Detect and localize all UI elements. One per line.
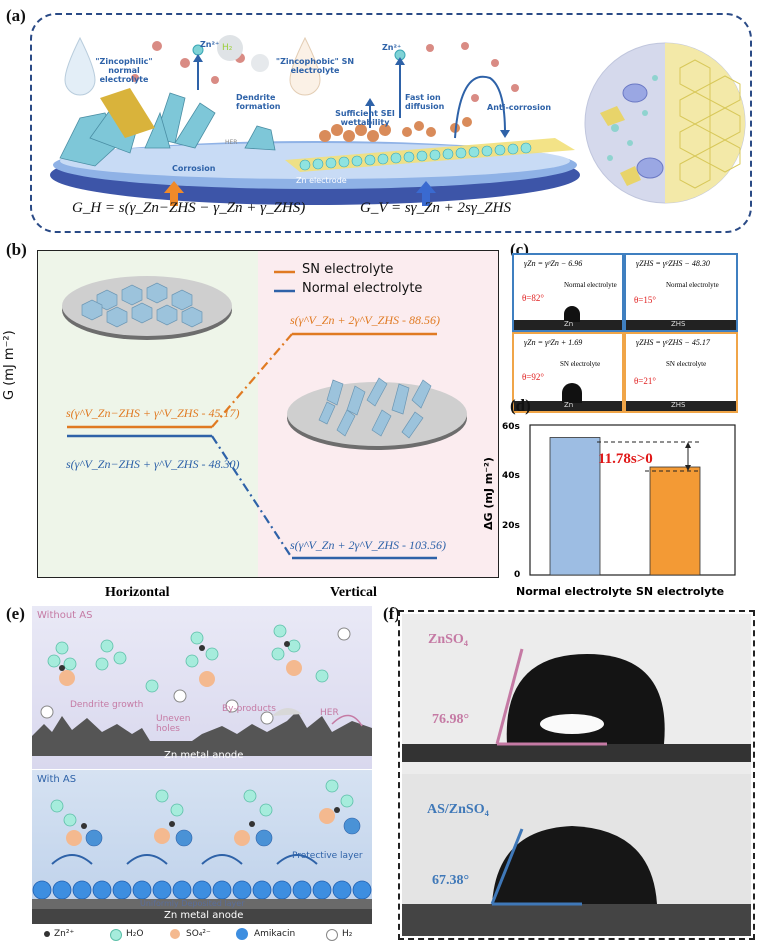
bar-1 bbox=[649, 466, 701, 576]
legend-h2o: H₂O bbox=[126, 929, 144, 939]
zn-ion-label-2: Zn²⁺ bbox=[382, 43, 402, 52]
cell-1-angle: θ=82° bbox=[522, 293, 544, 303]
panel-e-label: (e) bbox=[6, 604, 25, 623]
normal-electrolyte-label: "Zincophilic" normal electrolyte bbox=[95, 57, 153, 84]
anti-corrosion-label: Anti-corrosion bbox=[487, 103, 552, 112]
annotation-normal-horizontal: s(γ^V_Zn−ZHS + γ^V_ZHS - 48.30) bbox=[66, 457, 240, 471]
panel-e-illustration bbox=[32, 624, 372, 924]
legend-h2-swatch bbox=[326, 929, 338, 941]
panel-a-illustration bbox=[50, 35, 746, 206]
legend-amikacin-swatch bbox=[236, 928, 248, 940]
cell-2-tag: Normal electrolyte bbox=[666, 281, 719, 289]
top-contact-angle: 76.98° bbox=[432, 712, 470, 727]
panel-d-ylabel: ΔG (mJ m⁻²) bbox=[482, 457, 495, 530]
bottom-contact-angle: 67.38° bbox=[432, 873, 470, 888]
legend-h2: H₂ bbox=[342, 929, 353, 939]
panel-f-label: (f) bbox=[383, 604, 400, 623]
her-label: HER bbox=[225, 139, 238, 146]
equation-gh: G_H = s(γ_Zn−ZHS − γ_Zn + γ_ZHS) bbox=[72, 200, 306, 216]
top-electrolyte-name: ZnSO₄ bbox=[428, 632, 468, 647]
cell-3-sub: Zn bbox=[564, 401, 574, 409]
equation-gv: G_V = sγ_Zn + 2sγ_ZHS bbox=[360, 200, 511, 216]
uniform-layer-label: Uniformly Deposited layer bbox=[140, 899, 245, 908]
panel-f-droplets bbox=[402, 614, 751, 936]
cell-2-sub: ZHS bbox=[671, 320, 686, 328]
ytick-60: 60s bbox=[502, 422, 520, 432]
cell-4-angle: θ=21° bbox=[634, 376, 656, 386]
uneven-holes-label: Uneven holes bbox=[156, 714, 191, 734]
category-normal: Normal electrolyte bbox=[516, 585, 632, 598]
corrosion-label: Corrosion bbox=[172, 164, 216, 173]
protective-layer-label: Protective layer bbox=[292, 851, 363, 861]
panel-c-grid: γZn = γᵖZn − 6.96 θ=82° Normal electroly… bbox=[512, 253, 738, 413]
cell-3-eq: γZn = γᵖZn + 1.69 bbox=[524, 338, 583, 347]
xlabel-horizontal: Horizontal bbox=[105, 585, 170, 600]
fast-ion-label: Fast ion diffusion bbox=[405, 93, 445, 111]
cell-3-angle: θ=92° bbox=[522, 372, 544, 382]
legend-normal: Normal electrolyte bbox=[302, 281, 423, 296]
contact-cell-2: γZHS = γᵖZHS − 48.30 θ=15° Normal electr… bbox=[624, 253, 738, 332]
annotation-sn-horizontal: s(γ^V_Zn−ZHS + γ^V_ZHS - 45.17) bbox=[66, 406, 240, 420]
legend-so4: SO₄²⁻ bbox=[186, 929, 211, 939]
cell-2-angle: θ=15° bbox=[634, 295, 656, 305]
anode-top-label: Zn metal anode bbox=[164, 750, 244, 761]
legend-h2o-swatch bbox=[110, 929, 122, 941]
sei-label: Sufficient SEI wettability bbox=[335, 109, 395, 127]
legend-amikacin: Amikacin bbox=[254, 929, 296, 939]
panel-d-label: (d) bbox=[510, 396, 531, 415]
her-e-label: HER bbox=[320, 708, 339, 718]
cell-4-tag: SN electrolyte bbox=[666, 360, 707, 368]
contact-cell-1: γZn = γᵖZn − 6.96 θ=82° Normal electroly… bbox=[512, 253, 624, 332]
panel-e-legend: Zn²⁺ H₂O SO₄²⁻ Amikacin H₂ bbox=[30, 927, 375, 945]
cell-3-tag: SN electrolyte bbox=[560, 360, 601, 368]
legend-zn-swatch bbox=[44, 931, 50, 937]
byproducts-label: By-products bbox=[222, 704, 276, 714]
panel-b-label: (b) bbox=[6, 240, 27, 259]
contact-cell-4: γZHS = γᵖZHS − 45.17 θ=21° SN electrolyt… bbox=[624, 332, 738, 413]
zn-ion-label: Zn²⁺ bbox=[200, 40, 220, 49]
panel-b-energy-diagram bbox=[62, 270, 467, 560]
dendrite-label: Dendrite formation bbox=[236, 93, 281, 111]
xlabel-vertical: Vertical bbox=[330, 585, 377, 600]
zn-electrode-label: Zn electrode bbox=[296, 176, 347, 185]
bar-0 bbox=[549, 437, 601, 576]
legend-zn: Zn²⁺ bbox=[54, 929, 75, 939]
annotation-sn-vertical: s(γ^V_Zn + 2γ^V_ZHS - 88.56) bbox=[290, 313, 441, 327]
cell-1-sub: Zn bbox=[564, 320, 574, 328]
category-sn: SN electrolyte bbox=[636, 585, 725, 598]
legend-so4-swatch bbox=[170, 929, 180, 939]
legend-sn: SN electrolyte bbox=[302, 262, 394, 277]
dendrite-growth-label: Dendrite growth bbox=[70, 700, 144, 710]
delta-annotation: 11.78s>0 bbox=[598, 451, 653, 467]
sn-electrolyte-label: "Zincophobic" SN electrolyte bbox=[275, 57, 355, 75]
contact-cell-3: γZn = γᵖZn + 1.69 θ=92° SN electrolyte Z… bbox=[512, 332, 624, 413]
ytick-20: 20s bbox=[502, 521, 520, 531]
cell-2-eq: γZHS = γᵖZHS − 48.30 bbox=[636, 259, 710, 268]
panel-d-bar-chart: 60s 40s 20s 0 bbox=[502, 422, 736, 580]
without-as-label: Without AS bbox=[37, 610, 93, 621]
cell-1-eq: γZn = γᵖZn − 6.96 bbox=[524, 259, 583, 268]
ytick-40: 40s bbox=[502, 471, 520, 481]
cell-4-sub: ZHS bbox=[671, 401, 686, 409]
panel-a-frame bbox=[30, 13, 752, 233]
h2-label: H₂ bbox=[222, 43, 233, 53]
cell-1-tag: Normal electrolyte bbox=[564, 281, 617, 289]
annotation-normal-vertical: s(γ^V_Zn + 2γ^V_ZHS - 103.56) bbox=[290, 538, 447, 552]
cell-4-eq: γZHS = γᵖZHS − 45.17 bbox=[636, 338, 710, 347]
ytick-0: 0 bbox=[514, 570, 520, 580]
bottom-electrolyte-name: AS/ZnSO₄ bbox=[427, 802, 489, 817]
anode-bottom-label: Zn metal anode bbox=[164, 910, 244, 921]
panel-b-ylabel: G (mJ m⁻²) bbox=[2, 330, 17, 400]
panel-a-label: (a) bbox=[6, 6, 26, 25]
with-as-label: With AS bbox=[37, 774, 77, 785]
